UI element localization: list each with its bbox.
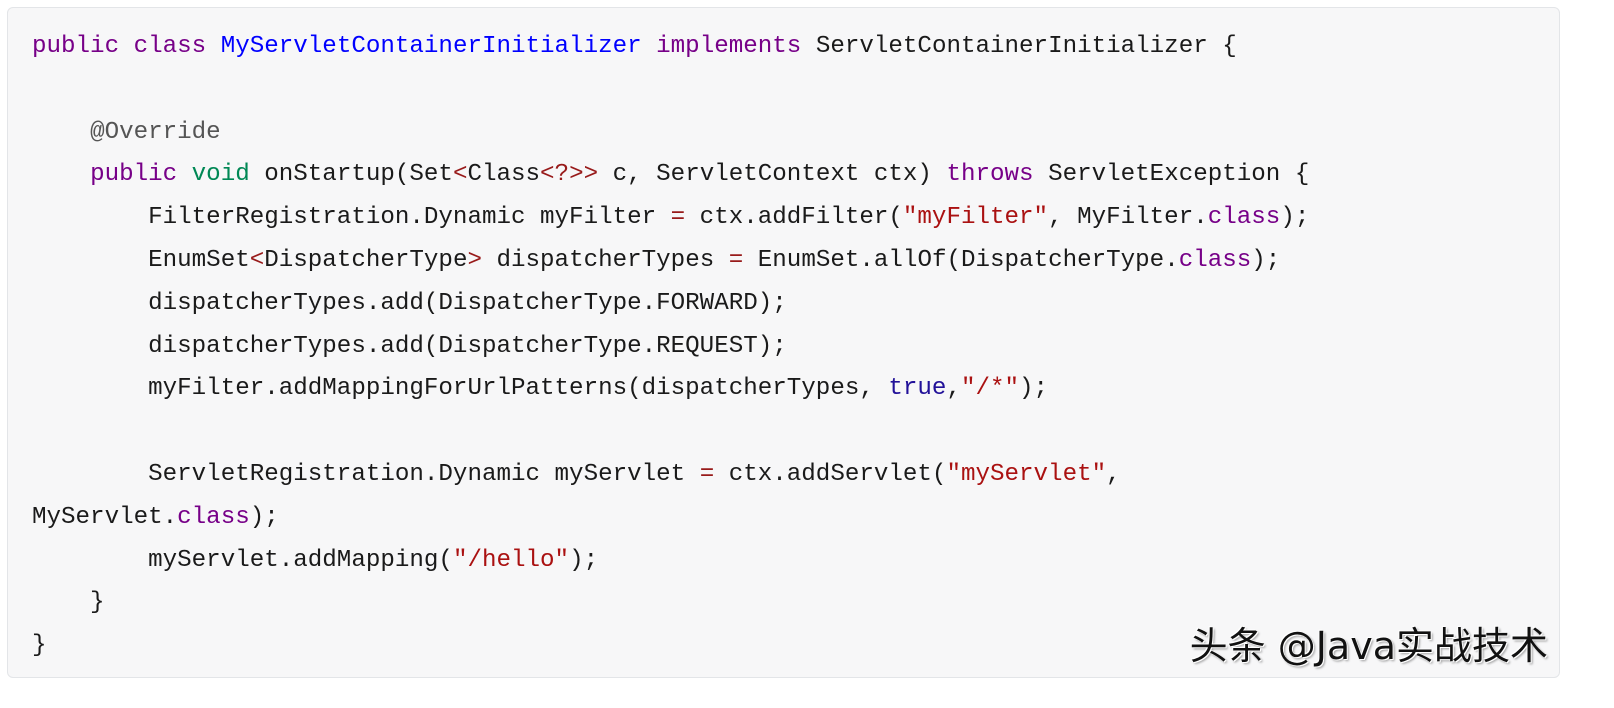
- code-line: ServletRegistration.Dynamic myServlet = …: [32, 454, 1309, 497]
- code-line: myServlet.addMapping("/hello");: [32, 540, 1309, 583]
- code-token-plain: ServletRegistration.Dynamic myServlet: [32, 460, 700, 488]
- code-line: [32, 411, 1309, 454]
- code-token-plain: );: [249, 503, 279, 531]
- code-token-plain: [206, 33, 221, 60]
- code-token-str: "myServlet": [946, 460, 1107, 488]
- code-token-plain: ServletContainerInitializer {: [801, 33, 1237, 60]
- code-token-plain: MyServlet.: [32, 503, 178, 531]
- code-token-plain: dispatcherTypes: [481, 246, 729, 274]
- code-token-plain: ServletException {: [1033, 161, 1310, 189]
- code-token-kw: class: [133, 33, 207, 60]
- code-line: FilterRegistration.Dynamic myFilter = ct…: [32, 197, 1309, 240]
- code-token-plain: );: [1251, 246, 1281, 274]
- code-line: myFilter.addMappingForUrlPatterns(dispat…: [32, 368, 1309, 411]
- code-token-plain: Class: [467, 161, 541, 189]
- code-token-kw: class: [1178, 246, 1252, 274]
- code-block: public class MyServletContainerInitializ…: [7, 7, 1560, 678]
- code-line: }: [32, 582, 1309, 625]
- code-token-plain: , MyFilter.: [1048, 204, 1208, 232]
- code-token-plain: dispatcherTypes.add(DispatcherType.FORWA…: [32, 289, 787, 317]
- code-line: }: [32, 625, 1309, 668]
- code-token-plain: dispatcherTypes.add(DispatcherType.REQUE…: [32, 332, 787, 360]
- code-token-op: <: [249, 246, 265, 274]
- code-token-op: <?>>: [540, 161, 599, 189]
- code-line: MyServlet.class);: [32, 497, 1309, 540]
- code-token-plain: c, ServletContext ctx): [598, 161, 947, 189]
- code-token-plain: ,: [1106, 460, 1121, 488]
- code-token-op: =: [699, 460, 715, 488]
- code-token-plain: [32, 119, 90, 146]
- code-token-plain: DispatcherType: [264, 246, 468, 274]
- code-line: public class MyServletContainerInitializ…: [32, 26, 1309, 69]
- code-token-type: void: [191, 161, 250, 189]
- code-line: dispatcherTypes.add(DispatcherType.FORWA…: [32, 283, 1309, 326]
- code-token-plain: [32, 161, 90, 188]
- code-token-plain: [642, 33, 657, 60]
- code-token-def: MyServletContainerInitializer: [220, 33, 642, 60]
- code-token-str: "myFilter": [902, 204, 1049, 232]
- code-token-plain: EnumSet: [32, 246, 250, 274]
- code-token-kw: class: [177, 503, 250, 531]
- code-token-meta: @Override: [90, 118, 221, 146]
- code-token-kw: throws: [946, 161, 1034, 189]
- code-token-plain: );: [1019, 375, 1049, 403]
- code-line: public void onStartup(Set<Class<?>> c, S…: [32, 154, 1309, 197]
- code-token-atom: true: [888, 375, 947, 403]
- code-token-plain: myServlet.addMapping(: [32, 546, 453, 574]
- code-token-kw: class: [1207, 204, 1281, 232]
- code-line: dispatcherTypes.add(DispatcherType.REQUE…: [32, 326, 1309, 369]
- code-listing: public class MyServletContainerInitializ…: [32, 26, 1309, 668]
- code-token-kw: implements: [656, 33, 802, 60]
- code-token-op: >: [467, 246, 482, 274]
- code-token-plain: ctx.addServlet(: [714, 460, 947, 488]
- code-line: [32, 69, 1309, 112]
- code-token-kw: public: [90, 161, 178, 189]
- code-token-plain: }: [32, 632, 47, 660]
- code-token-kw: public: [32, 33, 120, 60]
- code-token-plain: ctx.addFilter(: [685, 204, 903, 232]
- code-line: EnumSet<DispatcherType> dispatcherTypes …: [32, 240, 1309, 283]
- code-token-op: =: [728, 246, 744, 274]
- code-token-plain: [119, 33, 134, 60]
- code-token-plain: EnumSet.allOf(DispatcherType.: [743, 246, 1179, 274]
- code-token-plain: );: [1280, 204, 1310, 232]
- code-token-plain: }: [32, 589, 105, 617]
- code-token-plain: onStartup(Set: [249, 161, 453, 189]
- watermark: 头条 @Java实战技术: [1189, 624, 1548, 668]
- code-token-str: "/*": [960, 375, 1020, 403]
- code-token-op: =: [670, 204, 686, 232]
- code-token-plain: FilterRegistration.Dynamic myFilter: [32, 204, 671, 232]
- code-token-plain: myFilter.addMappingForUrlPatterns(dispat…: [32, 375, 889, 403]
- code-token-plain: [177, 161, 192, 188]
- code-token-op: <: [452, 161, 468, 189]
- code-token-str: "/hello": [452, 546, 570, 574]
- code-token-plain: ,: [946, 375, 961, 403]
- code-token-plain: );: [569, 546, 599, 574]
- code-line: @Override: [32, 112, 1309, 155]
